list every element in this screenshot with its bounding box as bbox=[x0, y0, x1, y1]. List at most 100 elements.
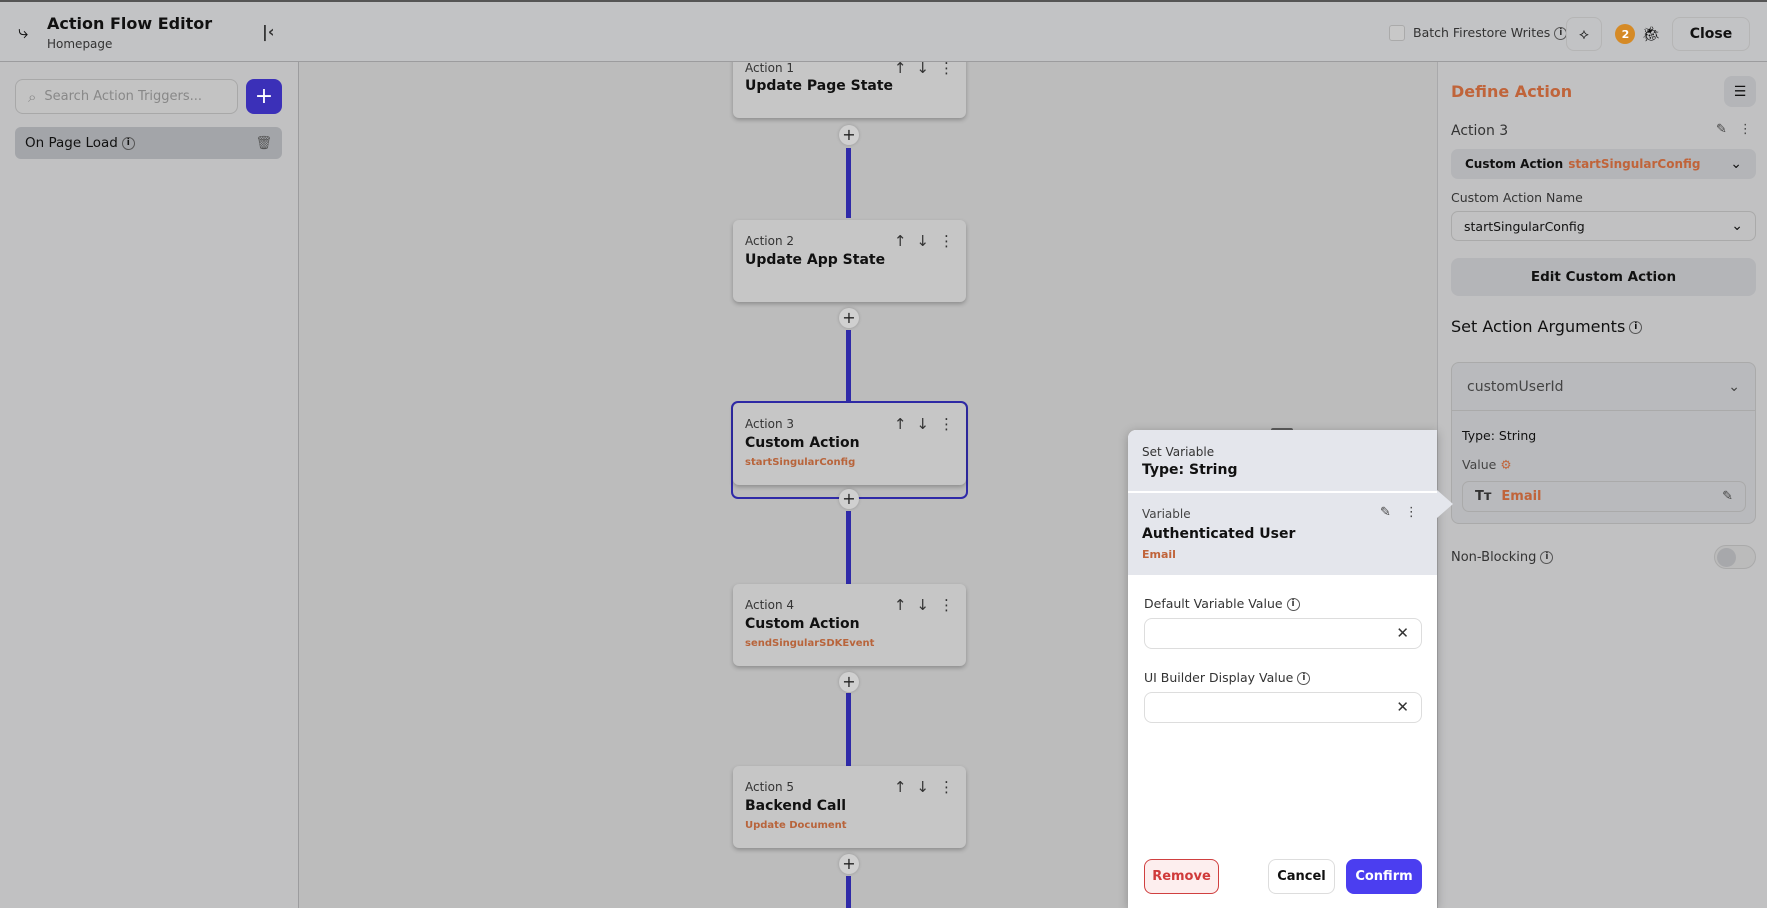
debug-button[interactable]: 2 🐞︎ bbox=[1612, 17, 1664, 51]
chevron-down-icon: ⌄ bbox=[1730, 156, 1742, 172]
action-label: Action 4 bbox=[745, 598, 795, 612]
diamond-cursor-icon: ⟡ bbox=[1579, 25, 1589, 43]
more-icon[interactable]: ⋮ bbox=[939, 59, 954, 77]
more-icon[interactable]: ⋮ bbox=[939, 596, 954, 614]
default-value-text: Default Variable Value bbox=[1144, 596, 1283, 611]
connector-line bbox=[846, 330, 851, 402]
display-value-input[interactable]: ✕ bbox=[1144, 692, 1422, 723]
move-down-icon[interactable]: ↓ bbox=[916, 232, 929, 250]
batch-writes-text: Batch Firestore Writes bbox=[1413, 25, 1551, 40]
action-type-dropdown[interactable]: Custom Action startSingularConfig ⌄ bbox=[1451, 149, 1756, 179]
move-up-icon[interactable]: ↑ bbox=[893, 778, 907, 796]
connector-line bbox=[846, 148, 851, 218]
value-text: Email bbox=[1501, 489, 1542, 504]
set-variable-popup: Set Variable Type: String Variable Authe… bbox=[1128, 428, 1437, 908]
add-action-button[interactable]: + bbox=[839, 308, 859, 328]
argument-name: customUserId bbox=[1467, 378, 1564, 395]
settings-sliders-icon[interactable]: ⚙︎ bbox=[1500, 457, 1512, 472]
action-card-2[interactable]: Action 2 Update App State ↑↓⋮ bbox=[733, 220, 966, 302]
action-name: Action 3 bbox=[1451, 123, 1509, 139]
value-label-text: Value bbox=[1462, 457, 1497, 472]
variable-field: Email bbox=[1142, 548, 1176, 561]
move-down-icon[interactable]: ↓ bbox=[916, 596, 929, 614]
variable-label: Variable bbox=[1142, 507, 1191, 521]
edit-icon[interactable]: ✎ bbox=[1380, 505, 1391, 520]
close-button[interactable]: Close bbox=[1672, 17, 1750, 51]
collapse-sidebar-icon[interactable]: |‹ bbox=[262, 22, 275, 41]
move-down-icon[interactable]: ↓ bbox=[916, 59, 929, 77]
page-title: Action Flow Editor bbox=[47, 14, 213, 33]
add-trigger-button[interactable]: + bbox=[246, 79, 282, 114]
more-icon[interactable]: ⋮ bbox=[939, 778, 954, 796]
add-action-button[interactable]: + bbox=[839, 672, 859, 692]
info-icon: i bbox=[1540, 551, 1554, 564]
move-up-icon[interactable]: ↑ bbox=[893, 596, 907, 614]
action-type: Custom Action bbox=[1465, 157, 1564, 171]
custom-action-name-label: Custom Action Name bbox=[1451, 190, 1583, 205]
info-icon: i bbox=[1286, 598, 1300, 611]
remove-button[interactable]: Remove bbox=[1144, 859, 1219, 894]
argument-header[interactable]: customUserId⌄ bbox=[1452, 363, 1755, 411]
trash-icon[interactable]: 🗑︎ bbox=[255, 135, 272, 151]
args-title-text: Set Action Arguments bbox=[1451, 317, 1626, 336]
variable-name: Authenticated User bbox=[1142, 526, 1296, 542]
clear-icon[interactable]: ✕ bbox=[1396, 698, 1409, 716]
search-icon: ⌕ bbox=[28, 87, 37, 106]
connector-line bbox=[846, 511, 851, 584]
non-blocking-text: Non-Blocking bbox=[1451, 550, 1537, 565]
action-subtitle: Update Document bbox=[745, 820, 847, 831]
set-variable-label: Set Variable bbox=[1142, 445, 1215, 459]
popup-header: Set Variable Type: String bbox=[1128, 430, 1437, 491]
define-action-panel: Define Action ☰ Action 3 ✎⋮ Custom Actio… bbox=[1437, 62, 1767, 908]
confirm-button[interactable]: Confirm bbox=[1346, 859, 1422, 894]
move-up-icon[interactable]: ↑ bbox=[893, 415, 907, 433]
chevron-down-icon: ⌄ bbox=[1731, 218, 1743, 234]
action-card-5[interactable]: Action 5 Backend Call Update Document ↑ ↓… bbox=[733, 766, 966, 848]
more-icon[interactable]: ⋮ bbox=[1404, 505, 1418, 520]
more-icon[interactable]: ⋮ bbox=[939, 415, 954, 433]
add-action-button[interactable]: + bbox=[839, 125, 859, 145]
cancel-button[interactable]: Cancel bbox=[1268, 859, 1335, 894]
non-blocking-toggle[interactable] bbox=[1714, 545, 1756, 569]
action-card-4[interactable]: Action 4 Custom Action sendSingularSDKEv… bbox=[733, 584, 966, 666]
edit-icon[interactable]: ✎ bbox=[1716, 122, 1727, 137]
action-title: Custom Action bbox=[745, 435, 860, 451]
notes-button[interactable]: ☰ bbox=[1724, 76, 1756, 107]
info-icon: i bbox=[1629, 321, 1643, 334]
move-down-icon[interactable]: ↓ bbox=[916, 778, 929, 796]
batch-writes-checkbox[interactable] bbox=[1389, 25, 1405, 41]
action-label: Action 5 bbox=[745, 780, 795, 794]
variable-section[interactable]: Variable Authenticated User Email ✎ ⋮ bbox=[1128, 493, 1437, 575]
default-value-input[interactable]: ✕ bbox=[1144, 618, 1422, 649]
triggers-sidebar: ⌕ Search Action Triggers... + On Page Lo… bbox=[0, 62, 299, 908]
action-title: Backend Call bbox=[745, 798, 847, 814]
move-down-icon[interactable]: ↓ bbox=[916, 415, 929, 433]
custom-action-name-select[interactable]: startSingularConfig ⌄ bbox=[1451, 211, 1756, 241]
edit-icon[interactable]: ✎ bbox=[1722, 489, 1733, 504]
more-icon[interactable]: ⋮ bbox=[1738, 122, 1752, 137]
search-triggers-input[interactable]: ⌕ Search Action Triggers... bbox=[15, 79, 238, 114]
add-action-button[interactable]: + bbox=[839, 489, 859, 509]
flow-editor-icon: ⤷ bbox=[18, 22, 29, 43]
add-action-button[interactable]: + bbox=[839, 854, 859, 874]
move-up-icon[interactable]: ↑ bbox=[893, 59, 907, 77]
more-icon[interactable]: ⋮ bbox=[939, 232, 954, 250]
move-up-icon[interactable]: ↑ bbox=[893, 232, 907, 250]
action-subtitle: startSingularConfig bbox=[745, 457, 856, 468]
action-type-value: startSingularConfig bbox=[1568, 157, 1701, 171]
action-card-3[interactable]: Action 3 Custom Action startSingularConf… bbox=[733, 403, 966, 485]
action-title: Update App State bbox=[745, 252, 886, 268]
edit-custom-action-button[interactable]: Edit Custom Action bbox=[1451, 258, 1756, 296]
action-title: Update Page State bbox=[745, 78, 894, 94]
clear-icon[interactable]: ✕ bbox=[1396, 624, 1409, 642]
search-placeholder: Search Action Triggers... bbox=[44, 89, 203, 104]
ai-agent-button[interactable]: ⟡ bbox=[1566, 17, 1602, 51]
custom-action-name-value: startSingularConfig bbox=[1464, 218, 1585, 234]
